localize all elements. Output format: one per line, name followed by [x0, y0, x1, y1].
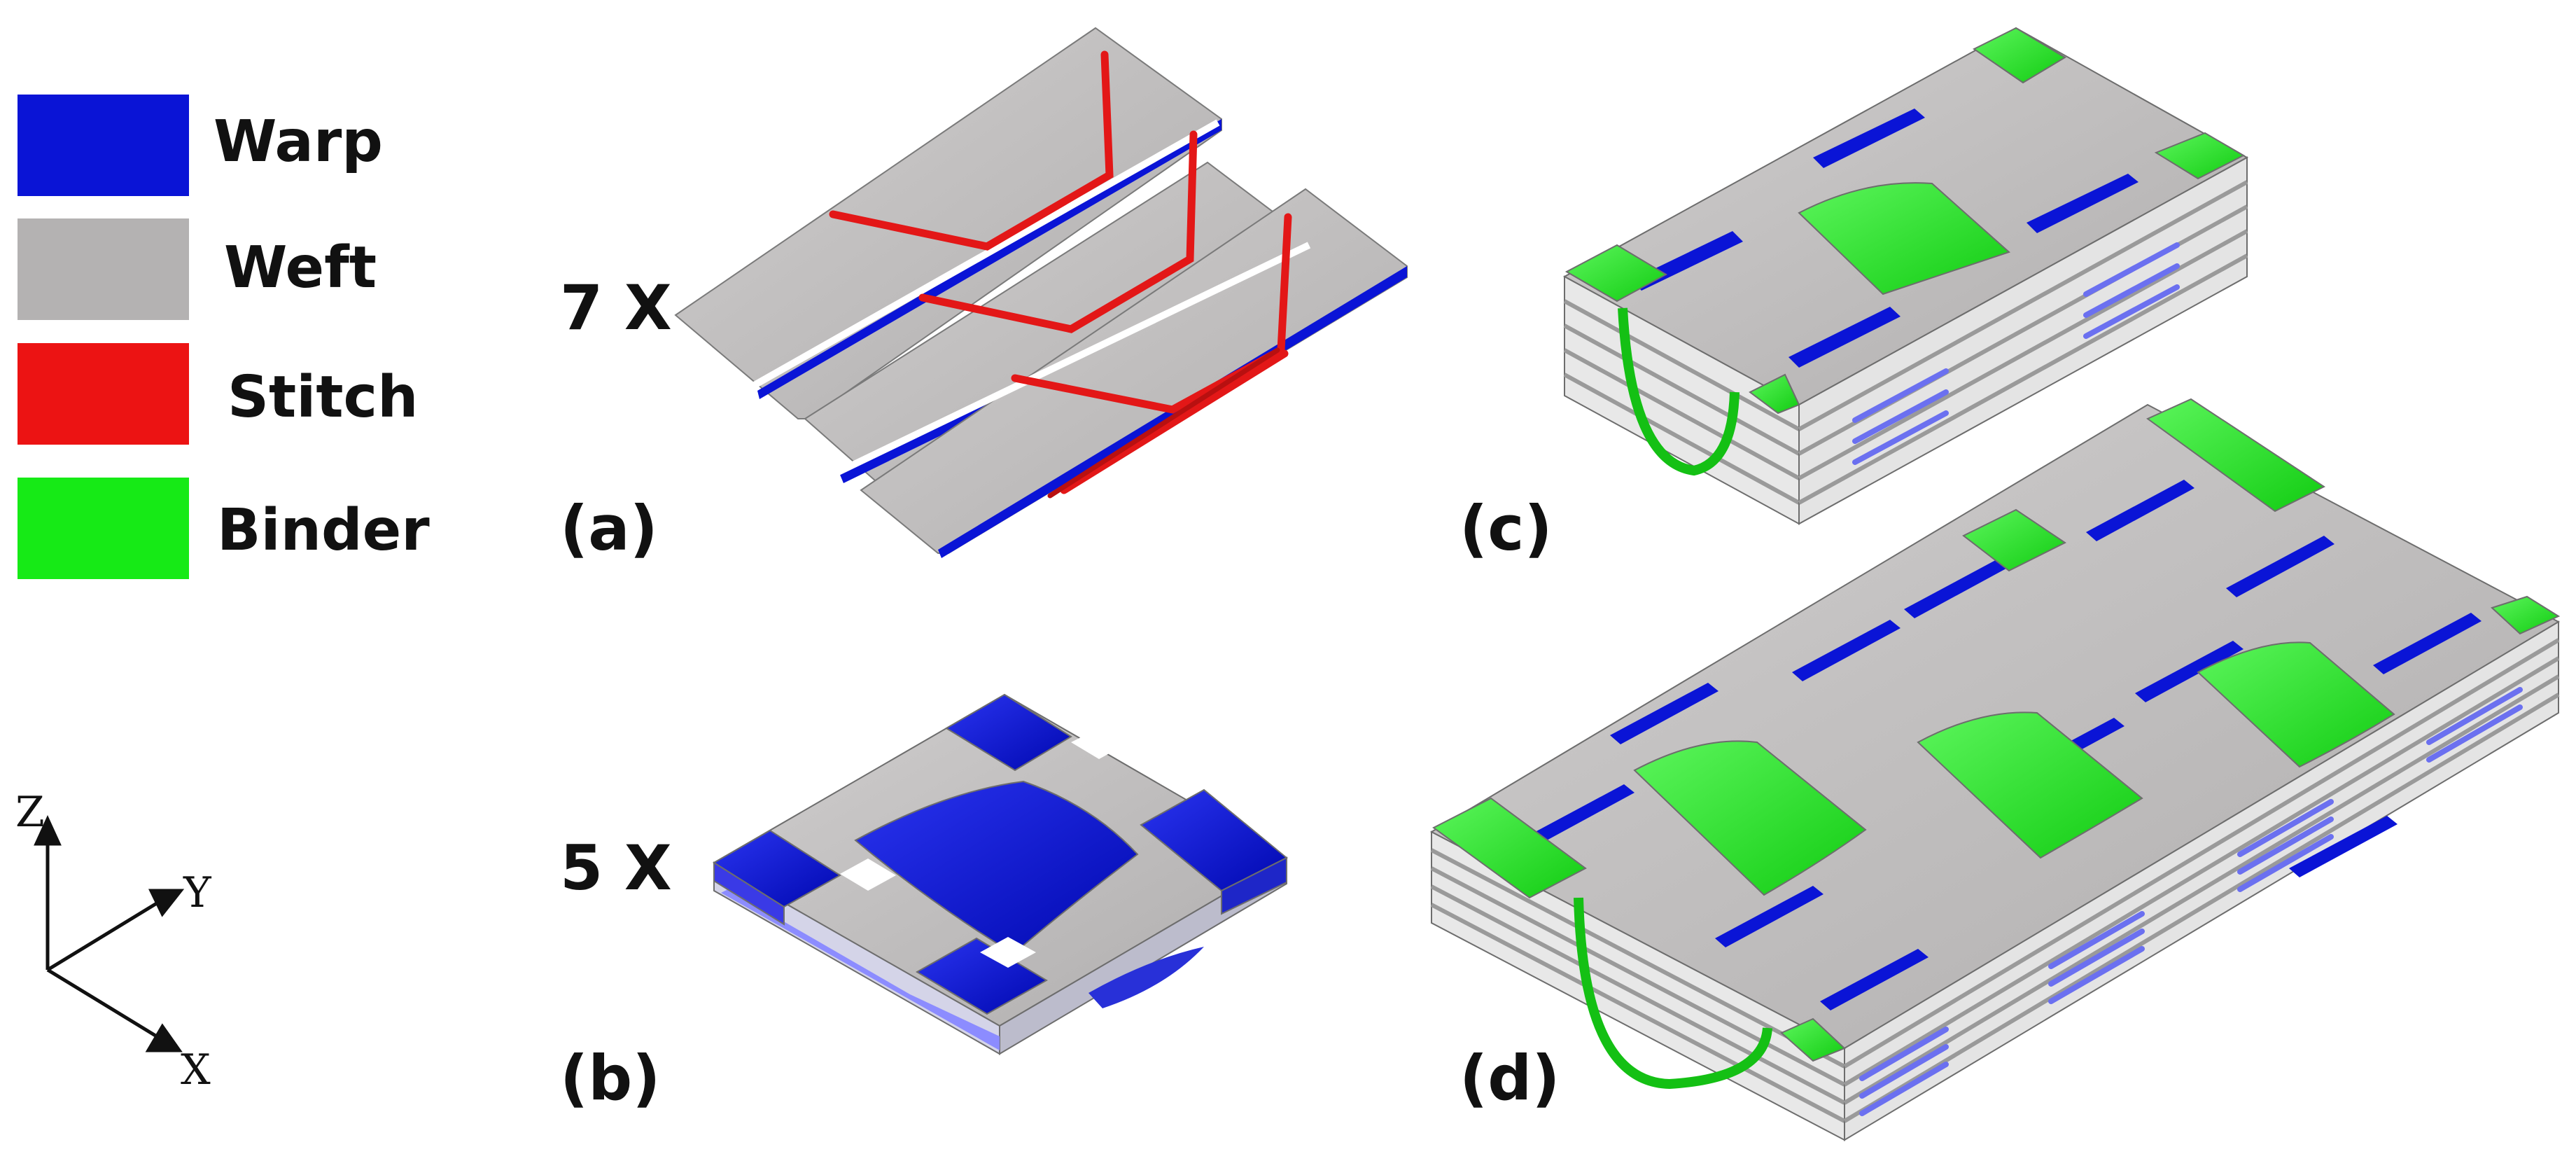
legend-item-binder: Binder — [18, 478, 430, 579]
axis-label-y: Y — [183, 868, 212, 917]
legend-item-stitch: Stitch — [18, 343, 419, 445]
axis-label-z: Z — [15, 788, 45, 837]
legend-label-warp: Warp — [214, 109, 383, 175]
legend-swatch-stitch — [18, 343, 189, 445]
y-arrow-icon — [148, 889, 185, 917]
z-arrow-icon — [34, 814, 62, 846]
x-arrow-icon — [145, 1023, 183, 1052]
coordinate-axes — [34, 814, 185, 1052]
panel-c-model — [1562, 27, 2249, 525]
legend-label-stitch: Stitch — [227, 364, 419, 431]
multiplier-a: 7 X — [560, 272, 672, 344]
multiplier-b: 5 X — [560, 832, 672, 904]
legend-swatch-weft — [18, 218, 189, 320]
panel-a-stitches — [829, 50, 1292, 499]
legend-item-weft: Weft — [18, 218, 377, 320]
panel-label-c: (c) — [1460, 492, 1553, 564]
legend-item-warp: Warp — [18, 95, 383, 196]
panel-b-model — [712, 693, 1288, 1055]
legend-swatch-binder — [18, 478, 189, 579]
legend-label-weft: Weft — [224, 235, 377, 301]
axis-label-x: X — [181, 1045, 211, 1094]
panel-label-a: (a) — [560, 492, 658, 564]
panel-label-d: (d) — [1460, 1042, 1560, 1114]
legend-swatch-warp — [18, 95, 189, 196]
panel-a-model — [674, 27, 1408, 558]
legend: Warp Weft Stitch Binder — [18, 95, 430, 579]
panel-d-model — [1429, 398, 2561, 1141]
legend-label-binder: Binder — [217, 497, 430, 564]
panel-label-b: (b) — [560, 1042, 660, 1114]
